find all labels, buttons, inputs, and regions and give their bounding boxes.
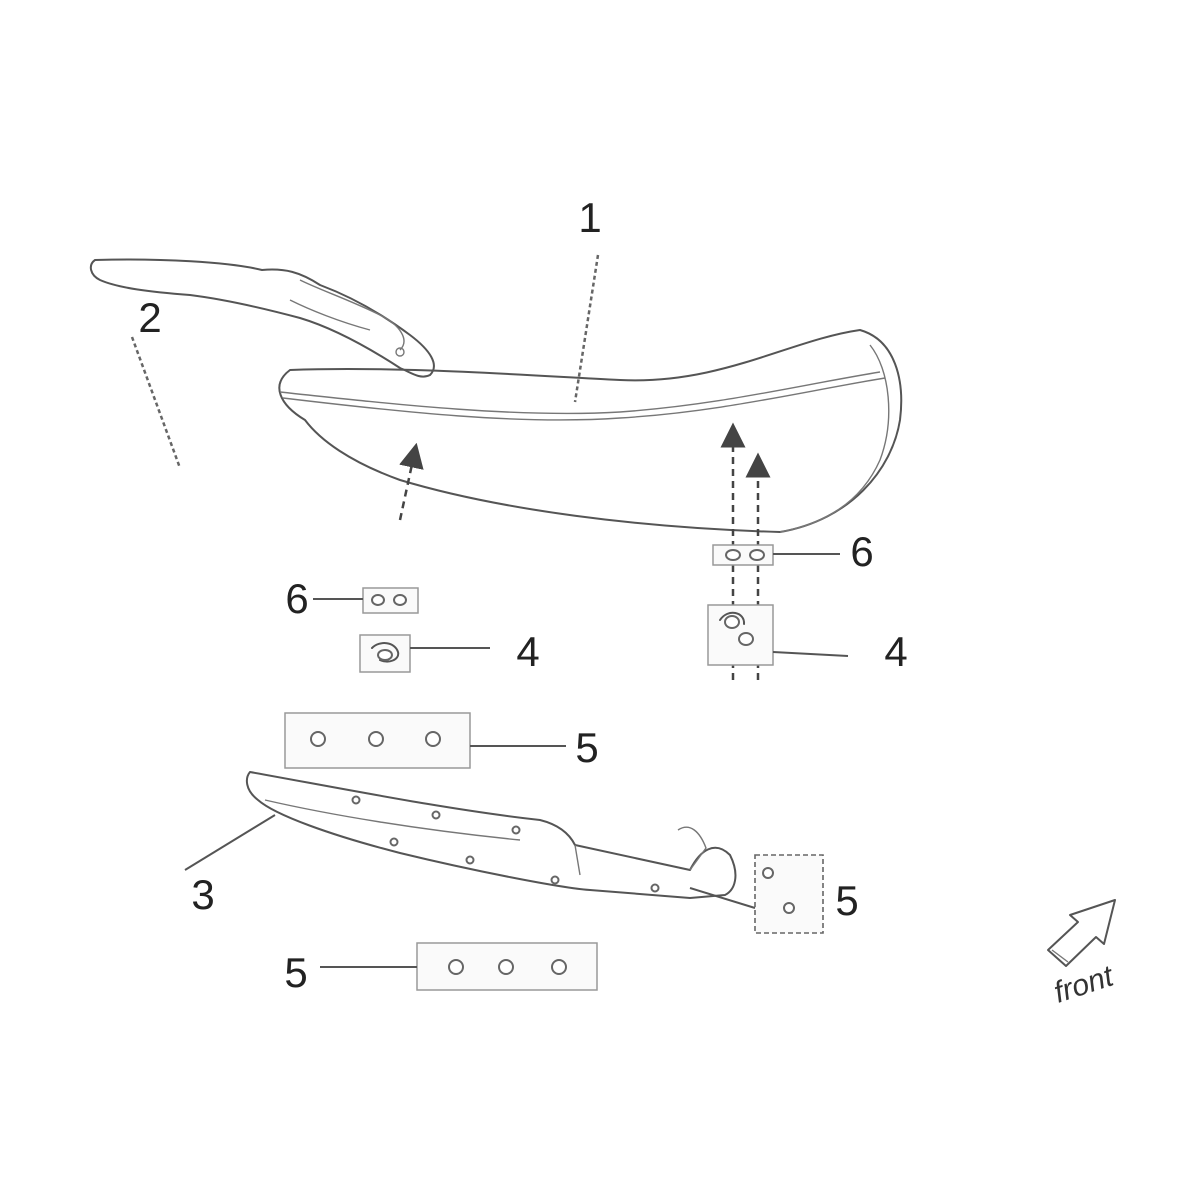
plate-right-leader-line (689, 887, 756, 909)
clip-left-part (359, 634, 411, 673)
seat-bracket-leader-line (130, 336, 182, 469)
plate-top-part (284, 712, 471, 769)
plate-bottom-callout: 5 (284, 949, 307, 996)
seat-callout: 1 (578, 194, 601, 241)
washer-right-part (712, 544, 774, 566)
clip-right-leader-line (772, 651, 849, 657)
washer-left-callout: 6 (285, 575, 308, 622)
seat-part (278, 329, 903, 533)
guide-arrow-left (398, 442, 424, 521)
seat-bracket-part (89, 258, 435, 378)
front-arrow-icon (1047, 899, 1116, 967)
seat-frame-part (245, 771, 737, 899)
clip-right-callout: 4 (884, 628, 907, 675)
clip-right-part (707, 604, 774, 666)
seat-frame-callout: 3 (191, 871, 214, 918)
plate-right-part (754, 854, 824, 934)
plate-right-callout: 5 (835, 877, 858, 924)
seat-leader-line (573, 254, 600, 403)
clip-left-callout: 4 (516, 628, 539, 675)
seat-bracket-callout: 2 (138, 294, 161, 341)
seat-frame-leader-line (184, 814, 276, 871)
plate-top-callout: 5 (575, 724, 598, 771)
front-label: front (1050, 959, 1119, 1009)
washer-right-callout: 6 (850, 528, 873, 575)
washer-left-part (362, 587, 419, 614)
plate-bottom-part (416, 942, 598, 991)
